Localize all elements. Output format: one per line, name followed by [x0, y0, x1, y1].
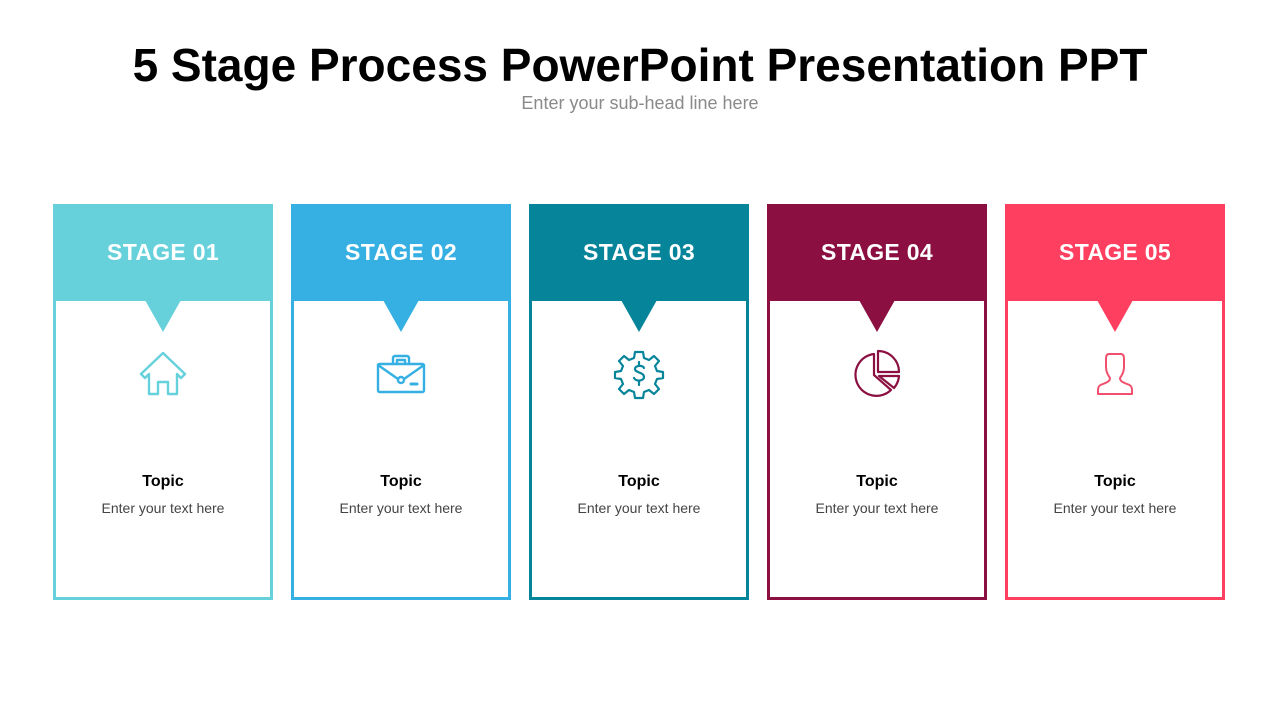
pie-chart-icon: [851, 348, 903, 400]
stage-topic: Topic: [380, 473, 422, 490]
gear-dollar-icon: [613, 348, 665, 400]
stage-topic: Topic: [1094, 473, 1136, 490]
stage-text: Enter your text here: [339, 500, 463, 516]
stage-text: Enter your text here: [815, 500, 939, 516]
stage-card-1: STAGE 01 Topic Enter your text here: [53, 204, 273, 600]
stage-text: Enter your text here: [577, 500, 701, 516]
stage-card-3: STAGE 03 Topic Enter your text here: [529, 204, 749, 600]
stage-header: STAGE 05: [1005, 204, 1225, 301]
stage-topic: Topic: [618, 473, 660, 490]
stage-header: STAGE 02: [291, 204, 511, 301]
stage-card-4: STAGE 04 Topic Enter your text here: [767, 204, 987, 600]
stage-card-5: STAGE 05 Topic Enter your text here: [1005, 204, 1225, 600]
stage-pointer: [859, 300, 895, 332]
stage-pointer: [145, 300, 181, 332]
slide-subtitle: Enter your sub-head line here: [521, 93, 759, 113]
stage-pointer: [621, 300, 657, 332]
stage-topic: Topic: [142, 473, 184, 490]
slide-title: 5 Stage Process PowerPoint Presentation …: [132, 39, 1148, 91]
stage-header: STAGE 01: [53, 204, 273, 301]
user-icon: [1089, 348, 1141, 400]
briefcase-icon: [375, 348, 427, 400]
stage-topic: Topic: [856, 473, 898, 490]
stage-pointer: [1097, 300, 1133, 332]
stage-card-2: STAGE 02 Topic Enter your text here: [291, 204, 511, 600]
stage-header: STAGE 03: [529, 204, 749, 301]
stage-text: Enter your text here: [1053, 500, 1177, 516]
stage-text: Enter your text here: [101, 500, 225, 516]
stage-header: STAGE 04: [767, 204, 987, 301]
stage-pointer: [383, 300, 419, 332]
home-icon: [137, 348, 189, 400]
